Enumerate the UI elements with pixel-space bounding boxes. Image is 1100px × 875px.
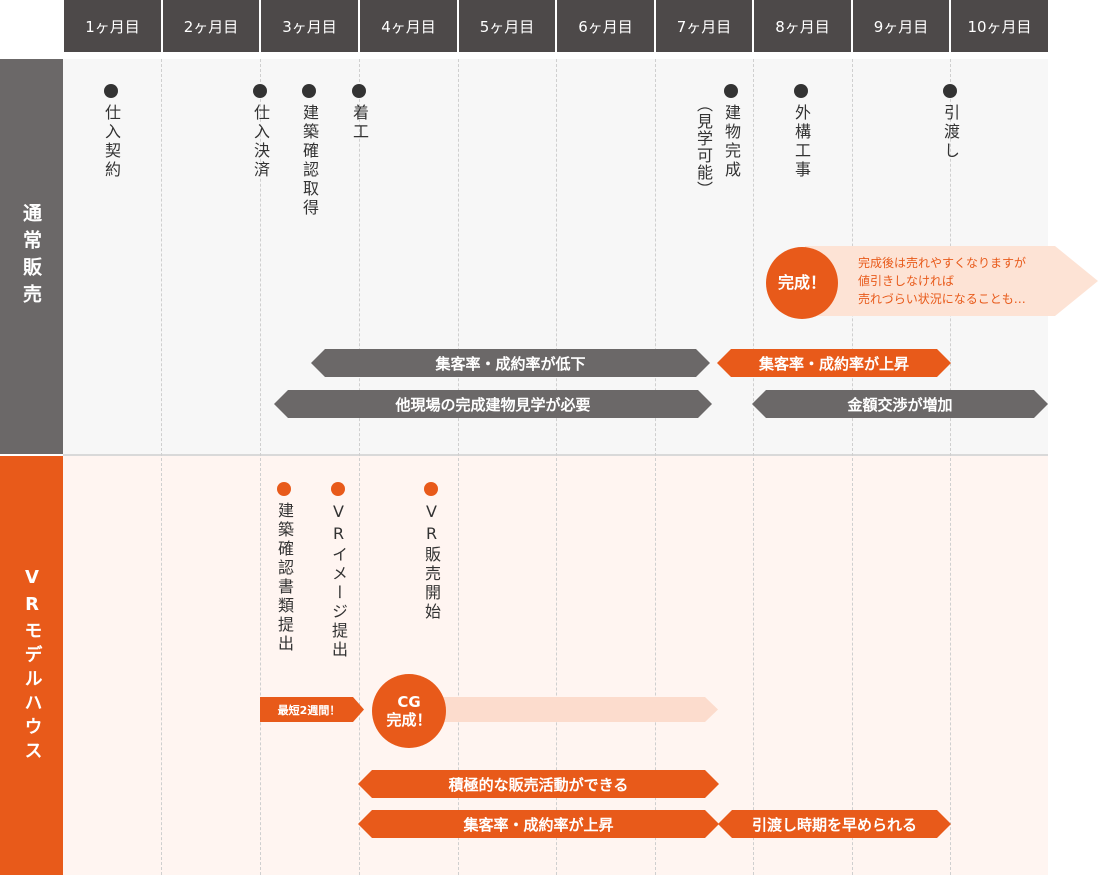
bar-vr-conversion-rise-label: 集客率・成約率が上昇 [463, 815, 614, 834]
milestone-building-confirmation: 建築確認取得 [300, 104, 319, 218]
month-header-8: 8ヶ月目 [754, 0, 851, 52]
milestone-dot [724, 84, 738, 98]
bar-conversion-decline-label: 集客率・成約率が低下 [435, 354, 586, 373]
bar-other-site-viewing-label: 他現場の完成建物見学が必要 [395, 395, 591, 414]
month-header-4: 4ヶ月目 [360, 0, 457, 52]
bar-active-sales [358, 770, 719, 798]
vr-row-bg [63, 456, 1048, 875]
milestone-dot [352, 84, 366, 98]
milestone-purchase-contract: 仕入契約 [102, 104, 121, 180]
milestone-purchase-settlement: 仕入決済 [251, 104, 270, 180]
month-header-1: 1ヶ月目 [64, 0, 161, 52]
milestone-dot [277, 482, 291, 496]
bar-conversion-rise-label: 集客率・成約率が上昇 [758, 354, 909, 373]
month-header-3: 3ヶ月目 [261, 0, 358, 52]
cg-complete-arrow [410, 697, 718, 722]
bar-price-negotiation-label: 金額交渉が増加 [847, 395, 953, 414]
milestone-dot [302, 84, 316, 98]
milestone-dot [104, 84, 118, 98]
completion-note: 完成後は売れやすくなりますが 値引きしなければ 売れづらい状況になることも… [858, 256, 1027, 306]
milestone-vr-sales-start: VR販売開始 [422, 502, 441, 622]
milestone-construction-start: 着工 [350, 104, 369, 142]
bar-vr-conversion-rise [358, 810, 719, 838]
month-header-9: 9ヶ月目 [853, 0, 949, 52]
shortest-period-tag [260, 697, 364, 722]
month-header-2: 2ヶ月目 [163, 0, 259, 52]
month-header-5: 5ヶ月目 [459, 0, 555, 52]
milestone-vr-image-submit: VRイメージ提出 [329, 502, 348, 660]
bar-earlier-handover-label: 引渡し時期を早められる [751, 815, 917, 834]
milestone-building-docs-submit: 建築確認書類提出 [275, 502, 294, 654]
row-divider [63, 454, 1048, 456]
normal-sales-label: 通常販売 [0, 59, 63, 454]
bar-earlier-handover [718, 810, 951, 838]
milestone-dot [331, 482, 345, 496]
milestone-handover: 引渡し [941, 104, 960, 161]
milestone-viewing-note: （見学可能） [694, 96, 713, 198]
milestone-dot [253, 84, 267, 98]
bar-price-negotiation [752, 390, 1048, 418]
shortest-period-label: 最短2週間！ [277, 703, 341, 717]
completion-badge: 完成！ [766, 247, 838, 319]
milestone-dot [794, 84, 808, 98]
completion-arrow [805, 246, 1098, 316]
bar-active-sales-label: 積極的な販売活動ができる [448, 775, 629, 794]
milestone-building-complete: 建物完成 [722, 104, 741, 180]
bar-conversion-decline [311, 349, 710, 377]
bar-conversion-rise [717, 349, 951, 377]
bar-other-site-viewing [274, 390, 712, 418]
milestone-exterior-work: 外構工事 [792, 104, 811, 180]
vr-model-house-label: VRモデルハウス [0, 456, 63, 875]
month-header-10: 10ヶ月目 [951, 0, 1048, 52]
month-header-6: 6ヶ月目 [557, 0, 654, 52]
month-header-7: 7ヶ月目 [656, 0, 752, 52]
milestone-dot [424, 482, 438, 496]
milestone-dot [943, 84, 957, 98]
